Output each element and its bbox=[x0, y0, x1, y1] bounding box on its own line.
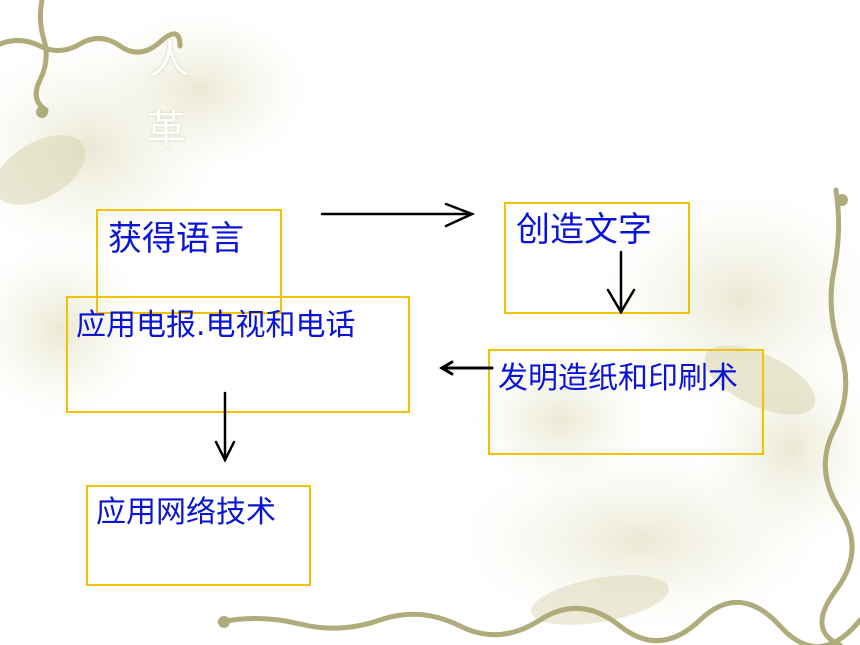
node-network: 应用网络技术 bbox=[86, 485, 311, 586]
flower-shape bbox=[90, 10, 310, 170]
title-fragment-2: 革 bbox=[146, 107, 186, 153]
vine-bud bbox=[218, 616, 230, 628]
flower-shape bbox=[470, 350, 650, 490]
node-writing: 创造文字 bbox=[504, 202, 690, 314]
leaf-shape bbox=[0, 135, 86, 205]
leaf-shape bbox=[530, 575, 670, 625]
vine-bottom bbox=[217, 599, 860, 645]
flower-shape bbox=[700, 350, 860, 550]
title-fragment-1: 人 bbox=[150, 37, 190, 83]
node-paper-printing: 发明造纸和印刷术 bbox=[488, 349, 764, 455]
node-telecom: 应用电报.电视和电话 bbox=[66, 296, 410, 413]
vine-right bbox=[819, 187, 855, 645]
vine-bud bbox=[836, 194, 848, 206]
vine-bud bbox=[36, 106, 48, 118]
flower-shape bbox=[0, 240, 150, 420]
vine-top bbox=[0, 31, 183, 55]
node-speech: 获得语言 bbox=[96, 209, 282, 314]
leaf-shape bbox=[704, 345, 816, 415]
vine-left bbox=[33, 0, 49, 113]
